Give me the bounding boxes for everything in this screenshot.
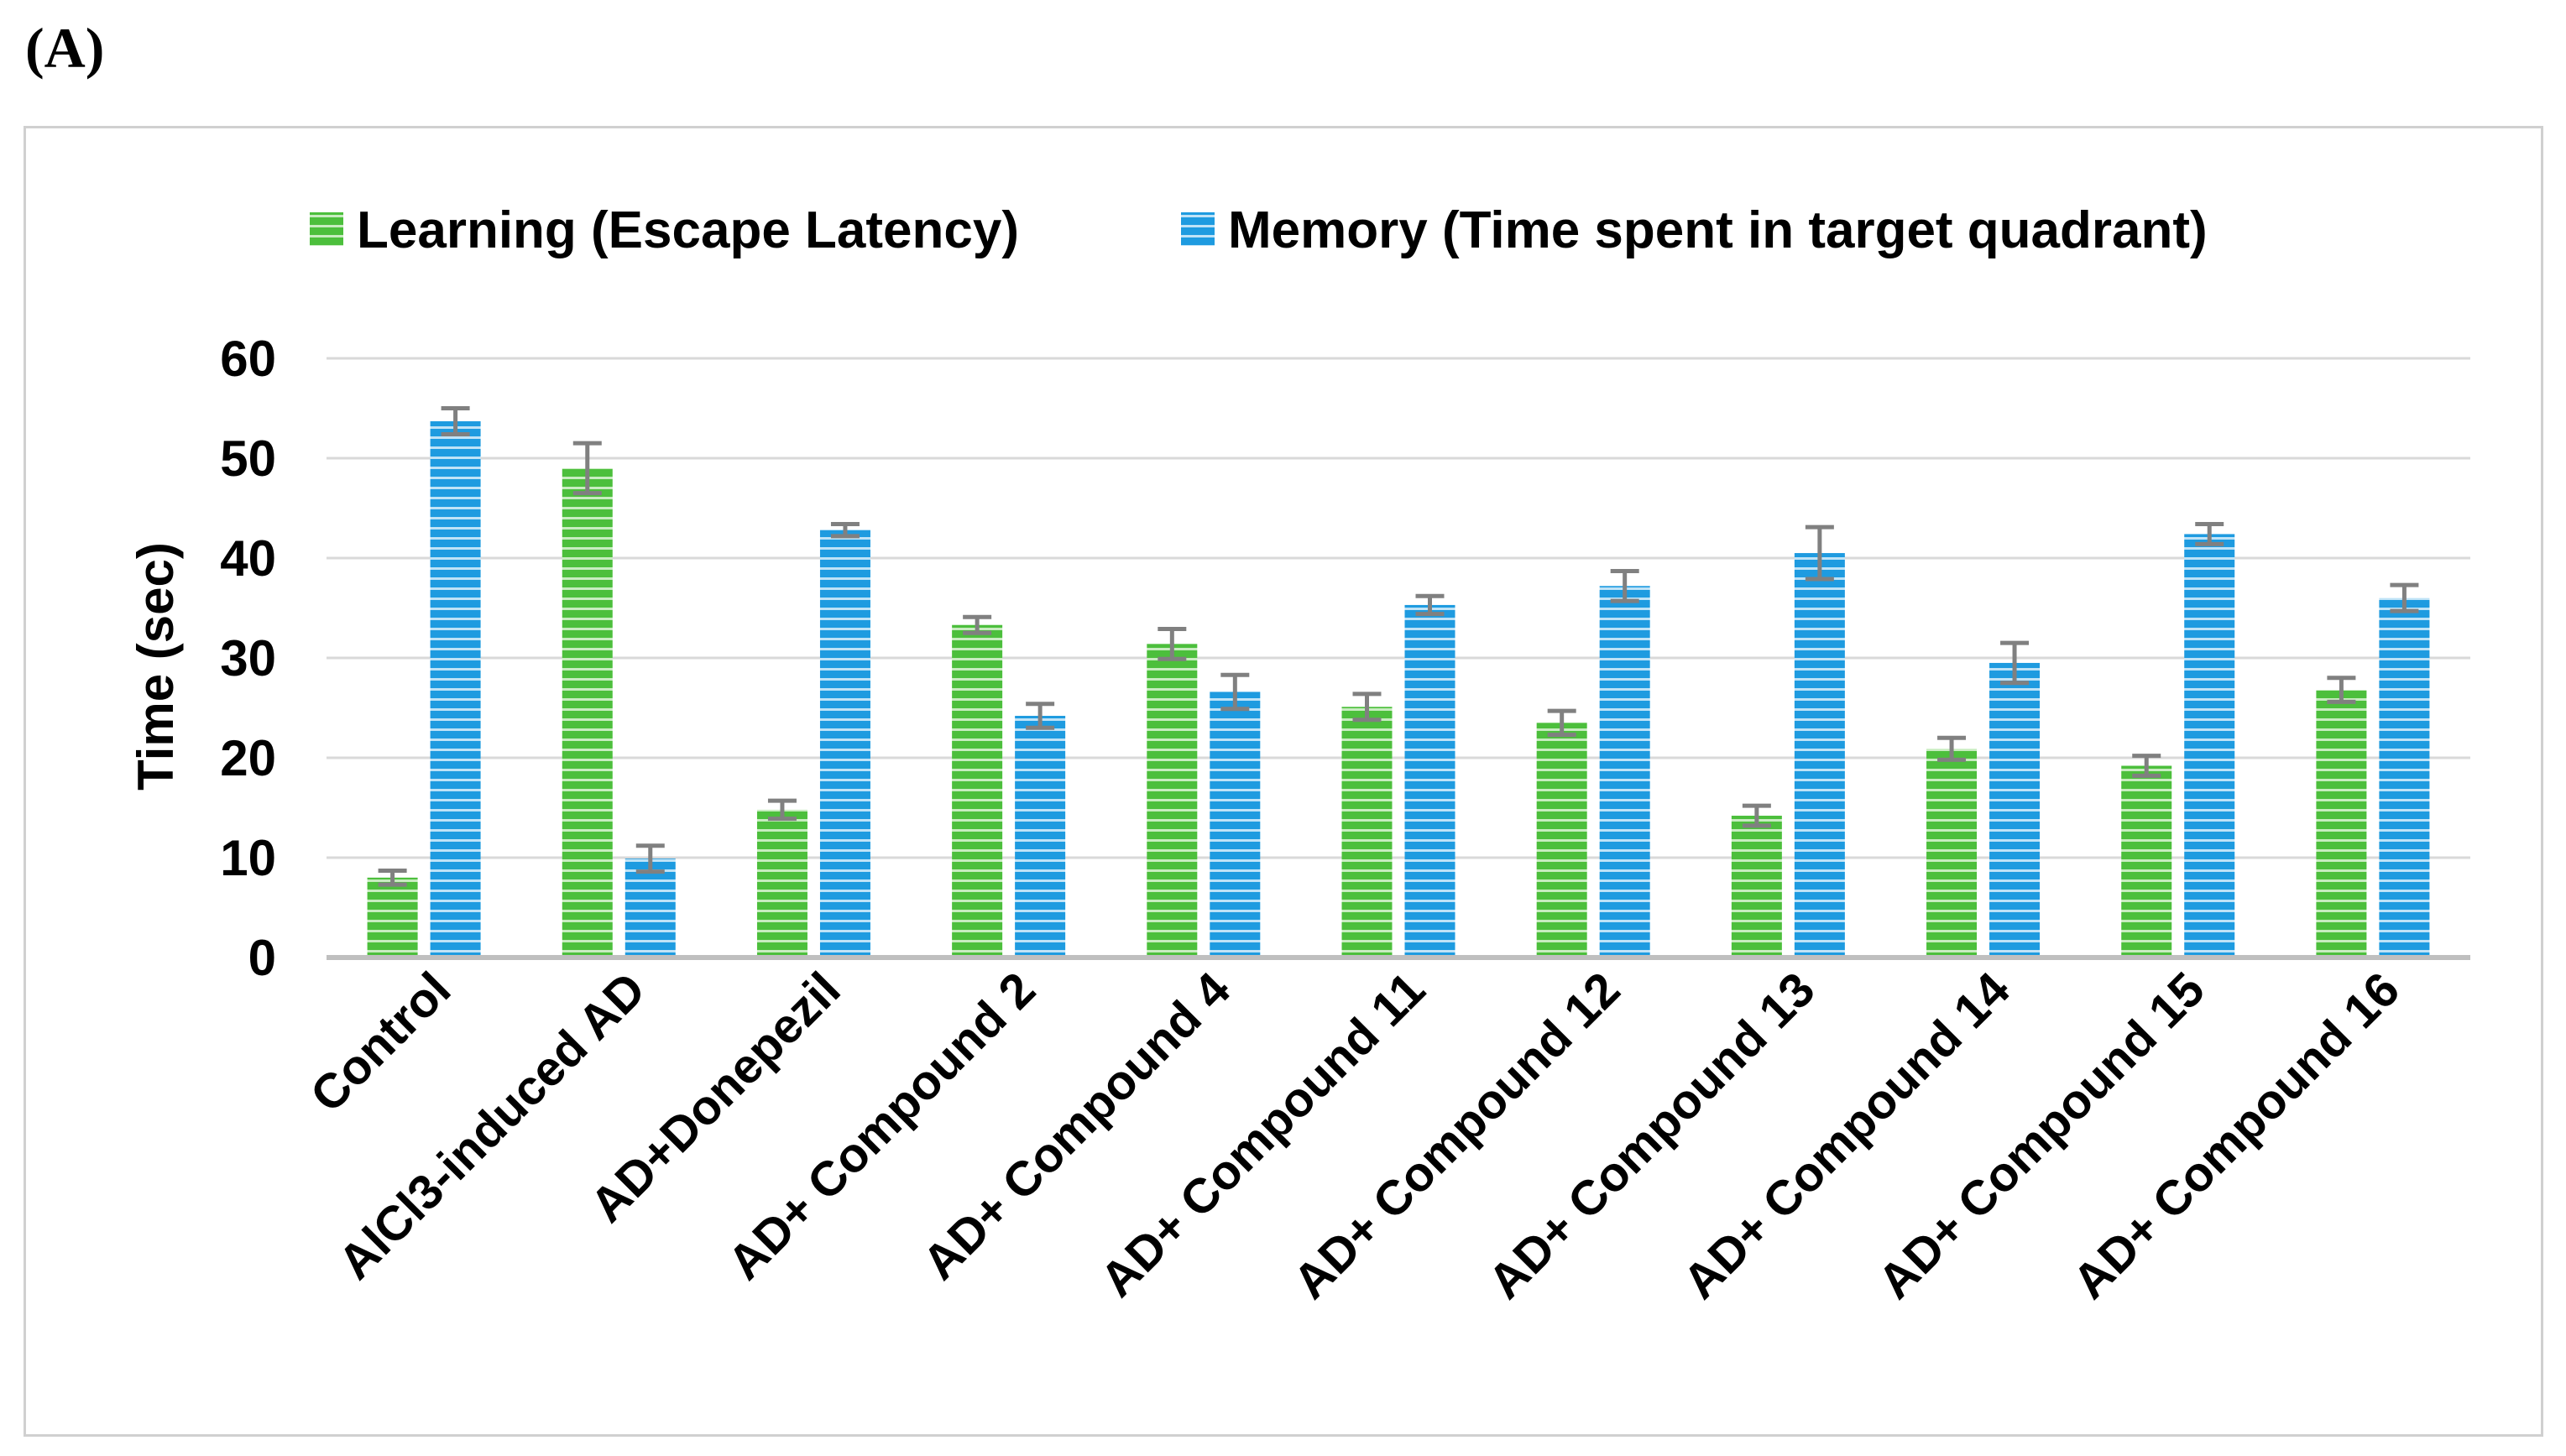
y-tick-label: 0 bbox=[248, 930, 276, 986]
bar-memory bbox=[2184, 534, 2235, 958]
x-category-label: AD+ Compound 12 bbox=[1283, 962, 1630, 1309]
bar-learning bbox=[1926, 749, 1978, 958]
y-tick-label: 60 bbox=[220, 331, 276, 387]
legend: Learning (Escape Latency) Memory (Time sp… bbox=[310, 201, 2208, 259]
bar-learning bbox=[1147, 644, 1198, 958]
y-axis-title: Time (sec) bbox=[128, 542, 184, 791]
y-tick-label: 10 bbox=[220, 830, 276, 886]
error-bar bbox=[1158, 626, 1187, 661]
y-tick-label: 20 bbox=[220, 730, 276, 786]
panel-label: (A) bbox=[25, 16, 105, 80]
error-bar bbox=[1742, 803, 1771, 828]
error-bar bbox=[1026, 702, 1055, 730]
error-bar bbox=[378, 868, 407, 887]
error-bar bbox=[1610, 568, 1639, 603]
x-category-label: AD+ Compound 14 bbox=[1673, 962, 2020, 1309]
bars bbox=[367, 420, 2430, 958]
error-bar bbox=[2000, 640, 2030, 686]
error-bars bbox=[378, 406, 2419, 887]
error-bar bbox=[1220, 672, 1250, 712]
legend-swatch bbox=[310, 212, 343, 246]
error-bar bbox=[2390, 582, 2419, 613]
x-category-label: Control bbox=[300, 962, 462, 1123]
legend-item-learning: Learning (Escape Latency) bbox=[310, 201, 1019, 259]
error-bar bbox=[767, 798, 797, 822]
bar-memory bbox=[625, 858, 676, 958]
bar-learning bbox=[756, 809, 807, 958]
error-bar bbox=[2195, 522, 2224, 546]
error-bar bbox=[963, 614, 992, 635]
error-bar bbox=[1415, 593, 1445, 617]
error-bar bbox=[2132, 754, 2161, 778]
bar-memory bbox=[1599, 586, 1650, 958]
bar-memory bbox=[1015, 716, 1066, 958]
error-bar bbox=[1547, 708, 1576, 738]
bar-learning bbox=[2121, 765, 2172, 958]
bar-memory bbox=[1989, 662, 2041, 958]
bar-memory bbox=[1404, 604, 1455, 958]
bar-memory bbox=[1210, 691, 1261, 958]
legend-swatch bbox=[1181, 212, 1215, 246]
bar-learning bbox=[367, 877, 418, 958]
y-tick-label: 30 bbox=[220, 630, 276, 686]
y-tick-label: 40 bbox=[220, 530, 276, 587]
error-bar bbox=[1352, 691, 1382, 723]
y-tick-label: 50 bbox=[220, 431, 276, 487]
bar-learning bbox=[1731, 816, 1782, 958]
legend-label: Learning (Escape Latency) bbox=[357, 201, 1019, 259]
x-category-label: AD+ Compound 11 bbox=[1090, 962, 1436, 1307]
x-category-label: AD+ Compound 13 bbox=[1478, 962, 1826, 1309]
legend-item-memory: Memory (Time spent in target quadrant) bbox=[1181, 201, 2208, 259]
error-bar bbox=[830, 522, 860, 539]
bar-learning bbox=[952, 624, 1003, 958]
x-category-label: AD+ Compound 15 bbox=[1868, 962, 2215, 1309]
bar-learning bbox=[562, 467, 613, 958]
legend-label: Memory (Time spent in target quadrant) bbox=[1228, 201, 2208, 259]
error-bar bbox=[2327, 676, 2356, 704]
gridlines bbox=[327, 357, 2470, 859]
bar-memory bbox=[819, 530, 870, 958]
error-bar bbox=[441, 406, 470, 436]
error-bar bbox=[1937, 735, 1967, 762]
bar-learning bbox=[2316, 690, 2367, 958]
bar-memory bbox=[1794, 553, 1845, 958]
bar-learning bbox=[1536, 723, 1587, 958]
bar-learning bbox=[1341, 707, 1393, 958]
bar-memory bbox=[430, 420, 481, 958]
error-bar bbox=[572, 441, 602, 496]
bar-memory bbox=[2379, 598, 2430, 958]
error-bar bbox=[1805, 524, 1834, 582]
error-bar bbox=[635, 843, 665, 874]
x-category-label: AD+ Compound 16 bbox=[2062, 962, 2410, 1309]
